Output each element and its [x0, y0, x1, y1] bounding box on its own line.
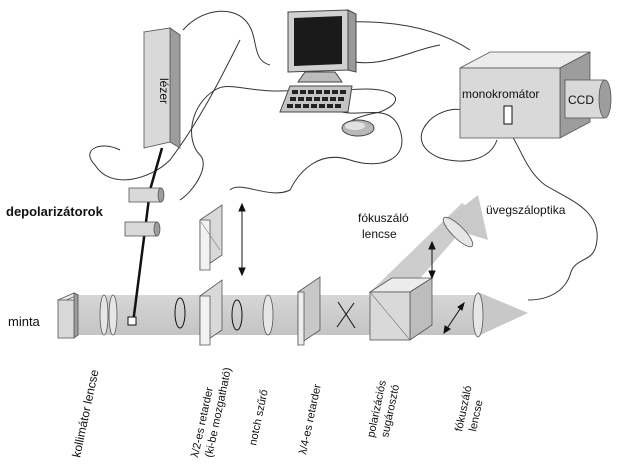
beam-splitter-cube: [368, 277, 434, 341]
fiber-optics-label: üvegszáloptika: [486, 203, 566, 217]
notch-filter: [262, 294, 274, 336]
laser-label: lézer: [157, 78, 171, 104]
depolarizer-1: [128, 187, 165, 203]
top-focusing-lens-label-1: fókuszáló: [358, 211, 409, 225]
collimator-lens-label: kollimátor lencse: [69, 368, 101, 459]
quarter-wave-retarder: [297, 276, 321, 346]
bottom-focusing-lens: [472, 292, 484, 338]
laser-fiber: [131, 147, 164, 324]
depolarizer-2: [124, 221, 161, 237]
polarization-cross: [336, 301, 356, 329]
ccd-camera: [564, 79, 612, 119]
top-focusing-lens: [442, 216, 474, 248]
half-wave-retarder: [199, 279, 223, 346]
output-beam-cone: [478, 292, 528, 336]
collimator-lens-1: [99, 294, 109, 336]
keyboard-icon: [279, 85, 353, 113]
monochromator-box: [459, 51, 591, 139]
depolarizers-label: depolarizátorok: [6, 204, 104, 219]
desktop-computer-icon: [287, 9, 357, 83]
quarter-wave-label: λ/4-es retarder: [297, 383, 324, 456]
ccd-label: CCD: [568, 93, 594, 107]
movable-arrow: [238, 202, 246, 277]
sample-block: [57, 292, 79, 339]
cables: [89, 10, 598, 301]
diagonal-pol-arrow: [443, 301, 465, 335]
vertical-pol-arrow: [428, 240, 436, 280]
half-wave-retarder-out: [199, 204, 223, 271]
mouse-icon: [341, 119, 375, 137]
notch-filter-label: notch szűrő: [247, 388, 271, 446]
coupling-mirror: [127, 316, 137, 326]
collimator-lens-2: [108, 294, 118, 336]
monochromator-label: monokromátor: [462, 87, 539, 101]
laser-box: [142, 27, 182, 149]
top-focusing-lens-label-2: lencse: [362, 227, 397, 241]
sample-label: minta: [8, 314, 41, 329]
rotation-symbols-1: [174, 297, 243, 331]
